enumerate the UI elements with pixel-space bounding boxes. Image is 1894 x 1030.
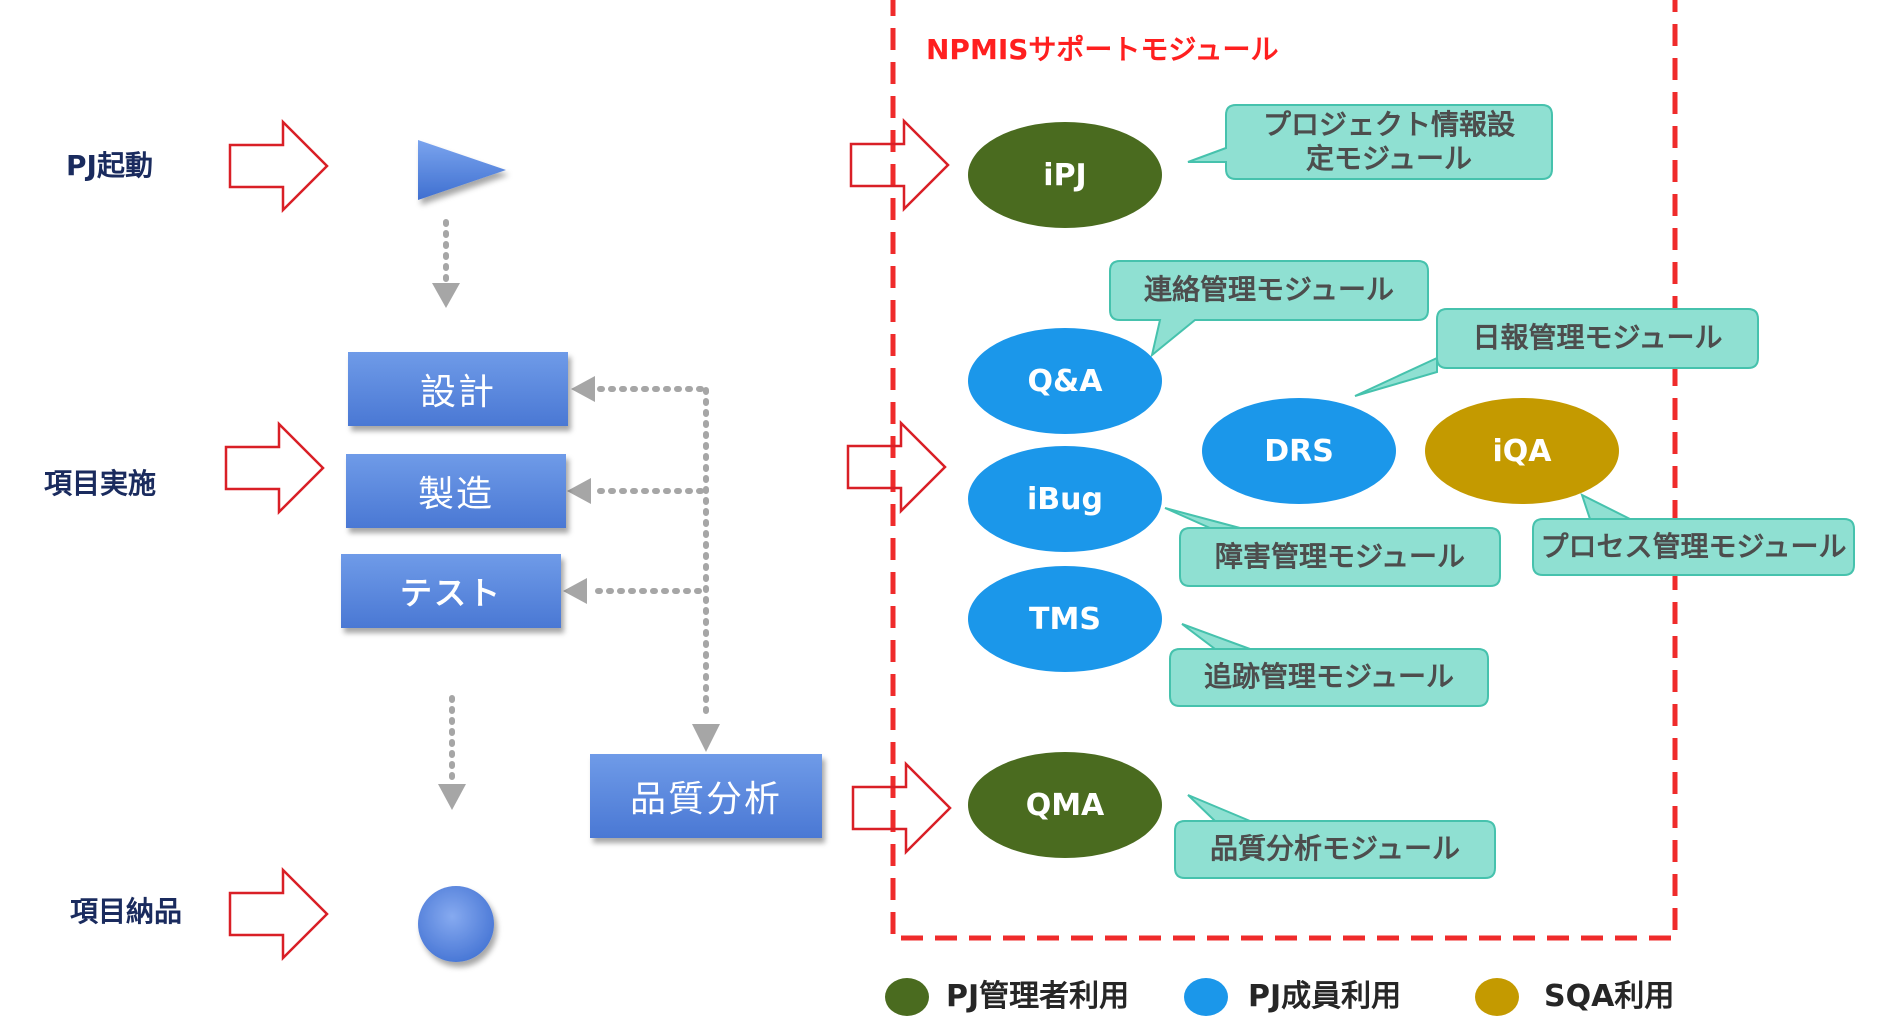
- callout-qa-shape: [1109, 260, 1429, 358]
- flow-arrowhead-2: [438, 784, 466, 810]
- phase-label-deliver: 項目納品: [70, 895, 183, 928]
- end-circle: [418, 886, 494, 962]
- phase-label-start: PJ起動: [66, 149, 153, 182]
- legend-member-label: PJ成員利用: [1248, 979, 1402, 1014]
- callout-ipj-shape: [1187, 104, 1553, 180]
- phase-arrow-deliver: [228, 866, 329, 962]
- module-qma: QMA: [968, 752, 1162, 858]
- callout-ipj-line-1: プロジェクト情報設: [1262, 107, 1515, 141]
- callout-drs-shape: [1354, 308, 1759, 397]
- callout-qma-text: 品質分析モジュール: [1209, 832, 1461, 866]
- callout-ipj-text: プロジェクト情報設定モジュール: [1232, 106, 1546, 178]
- module-iqa: iQA: [1425, 398, 1619, 504]
- npmis-arrow-ipj: [849, 117, 950, 213]
- module-tms: TMS: [968, 566, 1162, 672]
- callout-iqa-text: プロセス管理モジュール: [1540, 529, 1847, 563]
- phase-label-execute: 項目実施: [44, 467, 157, 500]
- module-drs: DRS: [1202, 398, 1396, 504]
- npmis-arrow-qma: [851, 760, 952, 856]
- callout-ibug-shape: [1164, 507, 1501, 587]
- feedback-arrowhead-manufacture: [567, 478, 591, 504]
- flow-arrowhead-1: [432, 283, 460, 308]
- step-test: テスト: [341, 554, 561, 628]
- feedback-arrowhead-test: [563, 578, 587, 604]
- module-ipj: iPJ: [968, 122, 1162, 228]
- feedback-arrowhead-design: [571, 376, 595, 402]
- callout-iqa-shape: [1532, 493, 1855, 576]
- phase-arrow-start: [228, 118, 329, 214]
- feedback-arrowhead-down: [692, 724, 720, 752]
- module-ibug: iBug: [968, 446, 1162, 552]
- callout-qma-shape: [1174, 794, 1496, 879]
- module-qa: Q&A: [968, 328, 1162, 434]
- callout-drs-text: 日報管理モジュール: [1472, 321, 1723, 355]
- callout-ibug-text: 障害管理モジュール: [1214, 539, 1466, 573]
- step-manufacture: 製造: [346, 454, 566, 528]
- legend-member-dot: [1184, 978, 1228, 1016]
- step-quality-analysis: 品質分析: [590, 754, 822, 838]
- npmis-frame: [890, 0, 1678, 941]
- npmis-arrow-execute: [846, 419, 947, 515]
- phase-arrow-execute: [224, 420, 325, 516]
- legend-manager-dot: [885, 978, 929, 1016]
- callout-ipj-line-2: 定モジュール: [1305, 142, 1473, 175]
- legend-manager-label: PJ管理者利用: [946, 979, 1130, 1014]
- legend-sqa-label: SQA利用: [1544, 979, 1675, 1014]
- start-triangle: [418, 140, 506, 200]
- callout-tms-shape: [1169, 623, 1489, 707]
- callout-qa-text: 連絡管理モジュール: [1143, 273, 1395, 307]
- step-design: 設計: [348, 352, 568, 426]
- legend-sqa-dot: [1475, 978, 1519, 1016]
- npmis-title: NPMISサポートモジュール: [926, 33, 1279, 66]
- callout-tms-text: 追跡管理モジュール: [1203, 660, 1455, 694]
